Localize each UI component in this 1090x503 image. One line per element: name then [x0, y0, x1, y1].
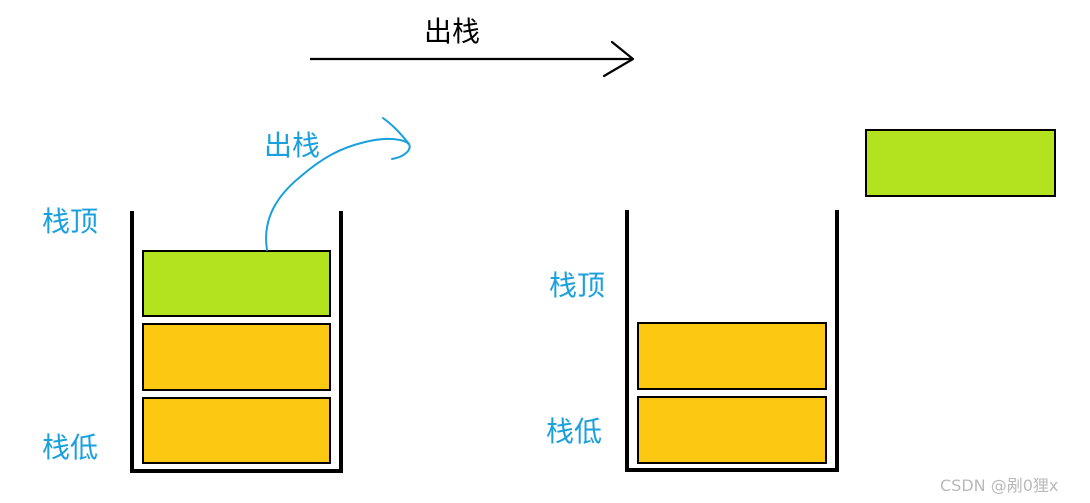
- right-stack-block-bottom: [637, 396, 827, 464]
- left-stack-container: [130, 211, 343, 473]
- left-bottom-label: 栈低: [42, 431, 99, 464]
- popped-block: [865, 129, 1056, 197]
- main-arrow-head: [602, 40, 635, 78]
- left-stack-block-middle: [142, 323, 331, 391]
- watermark: CSDN @剐0狸x: [940, 476, 1059, 495]
- pop-curve-arrow: [265, 137, 411, 251]
- right-bottom-label: 栈低: [546, 415, 603, 448]
- left-stack-block-top: [142, 250, 331, 317]
- right-top-label: 栈顶: [549, 269, 606, 302]
- right-stack-container: [625, 210, 839, 472]
- left-stack-block-bottom: [142, 397, 331, 464]
- right-stack-block-top: [637, 322, 827, 390]
- left-top-label: 栈顶: [42, 205, 99, 238]
- pop-curve-arrowhead: [382, 117, 410, 145]
- left-pop-label: 出栈: [264, 129, 321, 162]
- main-title: 出栈: [424, 15, 481, 48]
